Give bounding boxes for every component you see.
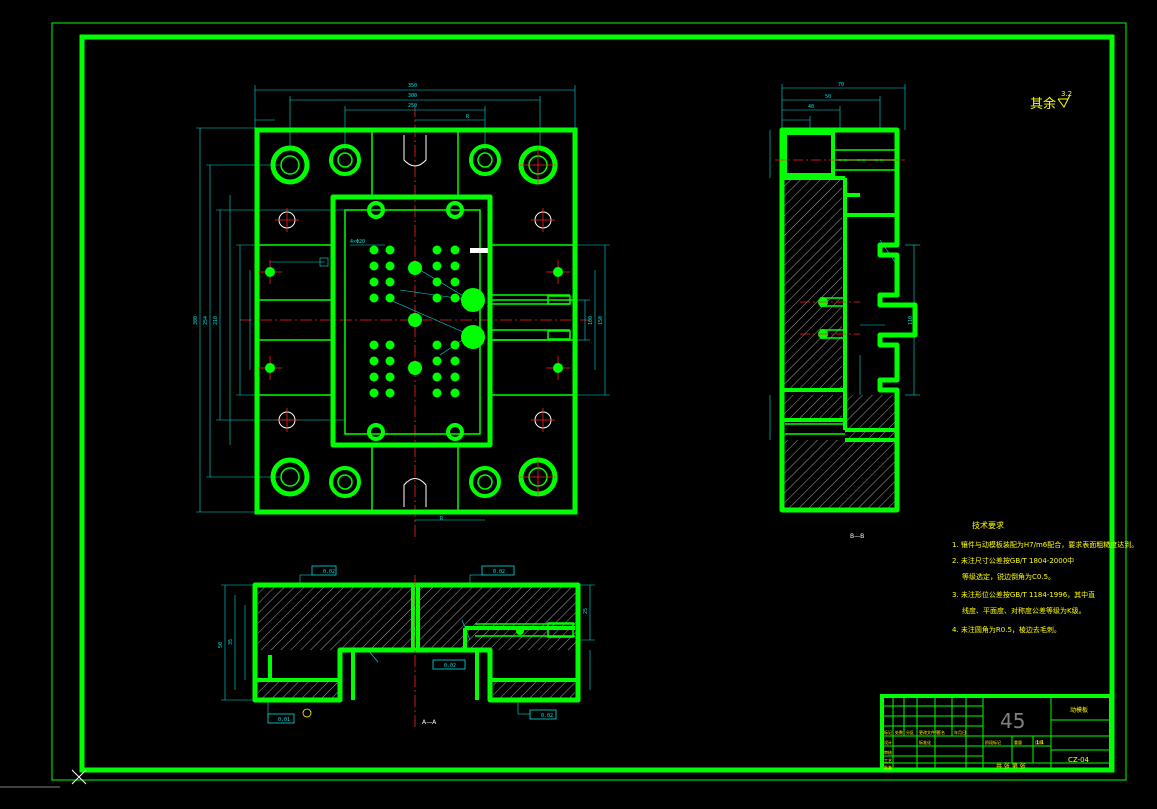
tech-requirement-item: 4. 未注圆角为R0.5，棱边去毛刺。 [952,625,1061,634]
ejector-pin-hole [369,372,379,382]
ejector-pin-hole [385,293,395,303]
ejector-pin-hole [450,277,460,287]
ejector-pin-hole [369,293,379,303]
tech-requirement-item: 2. 未注尺寸公差按GB/T 1804-2000中 [952,556,1074,565]
ejector-pin-hole [432,388,442,398]
material-label: 45 [1000,709,1025,733]
sheet-outer-frame [51,22,1127,781]
ejector-pin-hole [369,388,379,398]
ejector-pin-hole [432,340,442,350]
tech-requirements-list: 1. 镶件与动模板装配为H7/m6配合，要求表面粗糙度达到。 2. 未注尺寸公差按… [952,540,1138,634]
ejector-pin-hole [369,245,379,255]
part-name: 动模板 [1070,706,1088,714]
section-label-side: B—B [850,533,864,540]
ejector-pin-hole [385,340,395,350]
dim-left-h1: 300 [193,316,199,325]
title-block-label: 签名 [937,729,945,735]
dim-side-h: 110 [908,316,914,325]
title-block-label: 比例 [1035,739,1043,745]
ejector-pin-hole [432,293,442,303]
title-block-label: 标记 [884,729,892,735]
ejector-pin-hole [432,372,442,382]
title-block-label: 阶段标记 [985,739,1001,745]
tolerance-1: 0.02 [323,569,335,575]
ejector-pin-hole [450,388,460,398]
title-block-labels: 标记处数分区更改文件号签名 年月日设计 标准化 阶段标记 重量 比例审核工艺批准 [884,729,1043,770]
title-block-label: 更改文件号 [919,729,939,735]
ejector-pin-hole [385,372,395,382]
dim-right-h1: 150 [598,316,604,325]
dim-r-bottom: R [440,516,444,522]
tolerance-3: 0.02 [444,663,456,669]
ejector-pin-hole [385,245,395,255]
ejector-pin-hole [385,277,395,287]
tolerance-4: 0.01 [278,717,290,723]
ejector-pin-hole [369,340,379,350]
title-block-label: 重量 [1014,739,1022,745]
dim-left-h3: 210 [213,316,219,325]
sheet-inner-frame [79,34,1115,773]
dim-top-overall: 350 [408,83,417,89]
bottom-section-view [221,565,595,730]
ejector-pin-hole [450,356,460,366]
ejector-pin-hole [369,356,379,366]
ejector-pin-hole [432,356,442,366]
ejector-pin-hole [432,277,442,287]
title-block-label: 分区 [906,729,914,735]
ejector-pin-hole [369,277,379,287]
sheet-info: 共 张 第 张 [996,762,1026,770]
drawing-number: CZ-04 [1068,756,1090,764]
ejector-pin-hole [450,372,460,382]
side-section-view [769,84,920,513]
dim-left-h2: 254 [203,316,209,325]
title-block-label: 年月日 [954,729,966,735]
dim-side-w2: 50 [825,94,831,100]
ejector-pin-hole [432,245,442,255]
title-block-label: 设计 [884,739,892,745]
title-block-label: 批准 [884,764,892,770]
surface-finish-label: 其余 [1030,96,1056,112]
dim-top-inner1: 300 [408,93,417,99]
tolerance-5: 0.02 [541,713,553,719]
dim-bottom-h3: 25 [583,608,589,614]
section-label-bottom: A—A [422,719,437,726]
ejector-pin-hole [385,388,395,398]
dim-right-h2: 100 [588,316,594,325]
tolerance-2: 0.02 [493,569,505,575]
title-block [880,694,1113,772]
plan-view [196,85,610,540]
tech-requirement-item: 线度、平面度、对称度公差等级为K级。 [962,606,1086,615]
tech-requirements-title: 技术要求 [972,520,1004,530]
dim-bottom-h2: 35 [228,639,234,645]
scale-value: 1:1 [1036,740,1044,746]
ejector-pin-hole [450,340,460,350]
tech-requirement-item: 1. 镶件与动模板装配为H7/m6配合，要求表面粗糙度达到。 [952,540,1138,549]
ejector-pin-hole [450,293,460,303]
ejector-pin-hole [450,261,460,271]
dim-r-top: R [466,114,470,120]
title-block-label: 标准化 [919,739,931,745]
ejector-pin-hole [369,261,379,271]
tech-requirement-item: 等级选定，锐边倒角为C0.5。 [962,572,1055,581]
ejector-pin-hole [385,356,395,366]
title-block-label: 审核 [884,749,892,755]
roughness-symbol-icon [1057,94,1071,108]
ejector-pin-hole [432,261,442,271]
ejector-pin-hole [450,245,460,255]
title-block-label: 工艺 [884,758,892,763]
dim-top-inner2: 250 [408,103,417,109]
dim-bottom-h1: 50 [218,642,224,648]
surface-finish-value: 3.2 [1061,90,1072,98]
dim-side-w3: 40 [808,104,814,110]
title-block-label: 处数 [895,729,903,735]
dim-side-w: 70 [838,82,844,88]
ejector-pin-hole [385,261,395,271]
dim-hole-label: 4×Φ20 [350,239,365,245]
tech-requirement-item: 3. 未注形位公差按GB/T 1184-1996，其中直 [952,590,1095,599]
